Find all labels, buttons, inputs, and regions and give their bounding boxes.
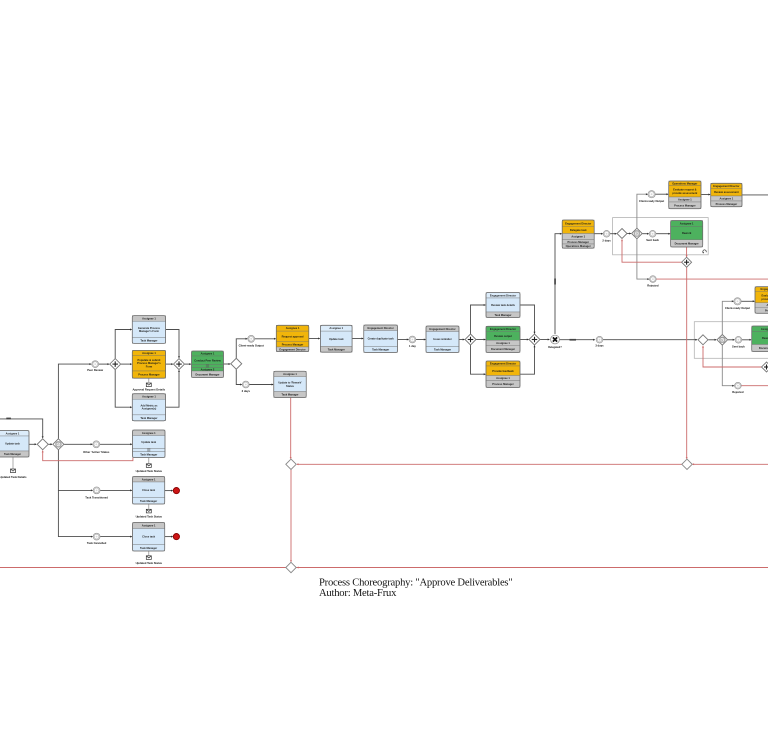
svg-text:Sent back: Sent back	[646, 238, 659, 242]
svg-text:Assignee 1: Assignee 1	[6, 431, 20, 435]
svg-text:Task Manager: Task Manager	[140, 499, 157, 503]
svg-text:Review task details: Review task details	[491, 303, 515, 307]
svg-text:provide asses: provide asses	[761, 297, 768, 301]
svg-text:Delegated?: Delegated?	[548, 346, 562, 349]
svg-text:Task Manager: Task Manager	[140, 338, 157, 342]
svg-text:Rework: Rework	[682, 231, 692, 235]
svg-text:Task Manager: Task Manager	[140, 546, 157, 550]
svg-text:Assignee 1: Assignee 1	[496, 376, 510, 380]
svg-text:Updated Task Status: Updated Task Status	[136, 561, 163, 565]
svg-text:Review assessment: Review assessment	[714, 190, 739, 194]
svg-text:Task Cancelled: Task Cancelled	[87, 541, 107, 545]
svg-text:Updated Task Details: Updated Task Details	[0, 475, 27, 479]
svg-text:Task Transitioned: Task Transitioned	[85, 495, 108, 499]
svg-text:Assignee 1: Assignee 1	[142, 431, 156, 435]
svg-text:Assignee(s): Assignee(s)	[142, 407, 157, 411]
svg-text:1 day: 1 day	[409, 344, 416, 348]
svg-text:Manager's Form: Manager's Form	[139, 329, 160, 333]
svg-text:Assignee 1: Assignee 1	[286, 326, 300, 330]
svg-text:Engagement Director: Engagement Director	[490, 293, 516, 297]
svg-text:Issue reminder: Issue reminder	[433, 337, 451, 341]
svg-text:Task Manager: Task Manager	[328, 347, 345, 351]
svg-text:Task Manager: Task Manager	[434, 348, 451, 352]
svg-text:Assignee 1: Assignee 1	[142, 351, 156, 355]
svg-text:Approval Request Details: Approval Request Details	[133, 388, 166, 392]
svg-text:Process Manager: Process Manager	[282, 342, 303, 346]
svg-text:Operations Manager: Operations Manager	[672, 181, 697, 185]
svg-text:Client-ready Output: Client-ready Output	[239, 344, 264, 348]
svg-text:Assignee 1: Assignee 1	[571, 235, 585, 239]
svg-text:Sent back: Sent back	[732, 344, 745, 348]
svg-text:Close task: Close task	[142, 535, 156, 539]
svg-text:Provide feedback: Provide feedback	[492, 369, 514, 373]
svg-text:Engagement Director: Engagement Director	[429, 327, 455, 331]
svg-text:Close task: Close task	[142, 488, 156, 492]
svg-text:Engagement Director: Engagement Director	[490, 362, 516, 366]
svg-text:Update task: Update task	[5, 442, 20, 446]
svg-text:Assignee 1: Assignee 1	[329, 326, 343, 330]
svg-text:Task Manager: Task Manager	[140, 453, 157, 457]
svg-text:Engagement Director: Engagement Director	[713, 184, 739, 188]
svg-text:Assignee 1: Assignee 1	[496, 341, 510, 345]
svg-text:Task Manager: Task Manager	[281, 393, 298, 397]
svg-text:Rejected: Rejected	[732, 390, 744, 394]
svg-text:Process Manager: Process Manager	[567, 240, 588, 244]
svg-text:Assignee 1: Assignee 1	[678, 198, 692, 202]
svg-text:Process Manager: Process Manager	[716, 202, 737, 206]
svg-text:Assignee 1: Assignee 1	[680, 222, 694, 226]
svg-text:Create duplicate task: Create duplicate task	[368, 337, 395, 341]
svg-text:3 days: 3 days	[242, 389, 251, 393]
svg-text:Author: Meta-Frux: Author: Meta-Frux	[319, 588, 397, 599]
svg-text:Process Manager: Process Manager	[492, 382, 513, 386]
svg-text:Task Manager: Task Manager	[372, 348, 389, 352]
svg-text:Document Manager: Document Manager	[195, 372, 219, 376]
svg-text:Other 'Active' Status: Other 'Active' Status	[83, 450, 110, 454]
svg-text:Assignee 2: Assignee 2	[201, 367, 215, 371]
svg-text:Rejected: Rejected	[647, 283, 659, 287]
svg-text:Engagement Director: Engagement Director	[490, 327, 516, 331]
svg-text:Client-ready Output: Client-ready Output	[725, 306, 750, 310]
svg-text:Task Manager: Task Manager	[494, 313, 511, 317]
svg-text:Document M: Document M	[759, 346, 768, 350]
svg-text:Updated Task Status: Updated Task Status	[136, 515, 163, 519]
svg-text:Update task: Update task	[329, 337, 344, 341]
svg-text:Engagement Director: Engagement Director	[279, 347, 305, 351]
svg-text:Document Manager: Document Manager	[675, 241, 699, 245]
svg-text:Assignee 1: Assignee 1	[142, 316, 156, 320]
svg-text:Assignee 1: Assignee 1	[283, 372, 297, 376]
svg-text:Peer Review: Peer Review	[87, 368, 104, 372]
svg-text:Client-ready Output: Client-ready Output	[639, 199, 664, 203]
svg-text:Engagement Director: Engagement Director	[565, 221, 591, 225]
svg-text:Assignee 1: Assignee 1	[142, 524, 156, 528]
svg-text:Document Manager: Document Manager	[491, 347, 515, 351]
svg-text:Assignee: Assignee	[761, 327, 768, 331]
svg-text:3 days: 3 days	[595, 344, 604, 348]
svg-text:Assignee 1: Assignee 1	[142, 477, 156, 481]
svg-text:Engagement Director: Engagement Director	[368, 326, 394, 330]
svg-text:Request approval: Request approval	[282, 334, 304, 338]
svg-text:Task Manager: Task Manager	[140, 416, 157, 420]
svg-text:Delegate task: Delegate task	[570, 228, 587, 232]
svg-text:Conduct Peer Review: Conduct Peer Review	[194, 358, 222, 362]
svg-text:Operations Manager: Operations Manager	[566, 244, 591, 248]
svg-text:Form: Form	[146, 365, 153, 369]
svg-text:Update task: Update task	[141, 440, 156, 444]
svg-text:2 days: 2 days	[602, 238, 611, 242]
svg-text:Process Manager: Process Manager	[674, 203, 695, 207]
svg-text:Assignee 1: Assignee 1	[142, 394, 156, 398]
svg-text:Review output: Review output	[494, 334, 512, 338]
svg-text:Process Manager: Process Manager	[138, 373, 159, 377]
svg-text:Status: Status	[286, 384, 294, 388]
svg-text:Process Choreography: "Approve: Process Choreography: "Approve Deliverab…	[319, 578, 512, 589]
svg-text:Assignee 1: Assignee 1	[719, 197, 733, 201]
svg-text:Updated Task Status: Updated Task Status	[136, 469, 163, 473]
svg-text:Rework: Rework	[762, 336, 768, 340]
svg-text:Assignee 1: Assignee 1	[201, 352, 215, 356]
svg-text:Task Manager: Task Manager	[4, 452, 21, 456]
svg-text:provide assessment: provide assessment	[672, 191, 697, 195]
svg-text:Engagement Di: Engagement Di	[761, 287, 768, 291]
